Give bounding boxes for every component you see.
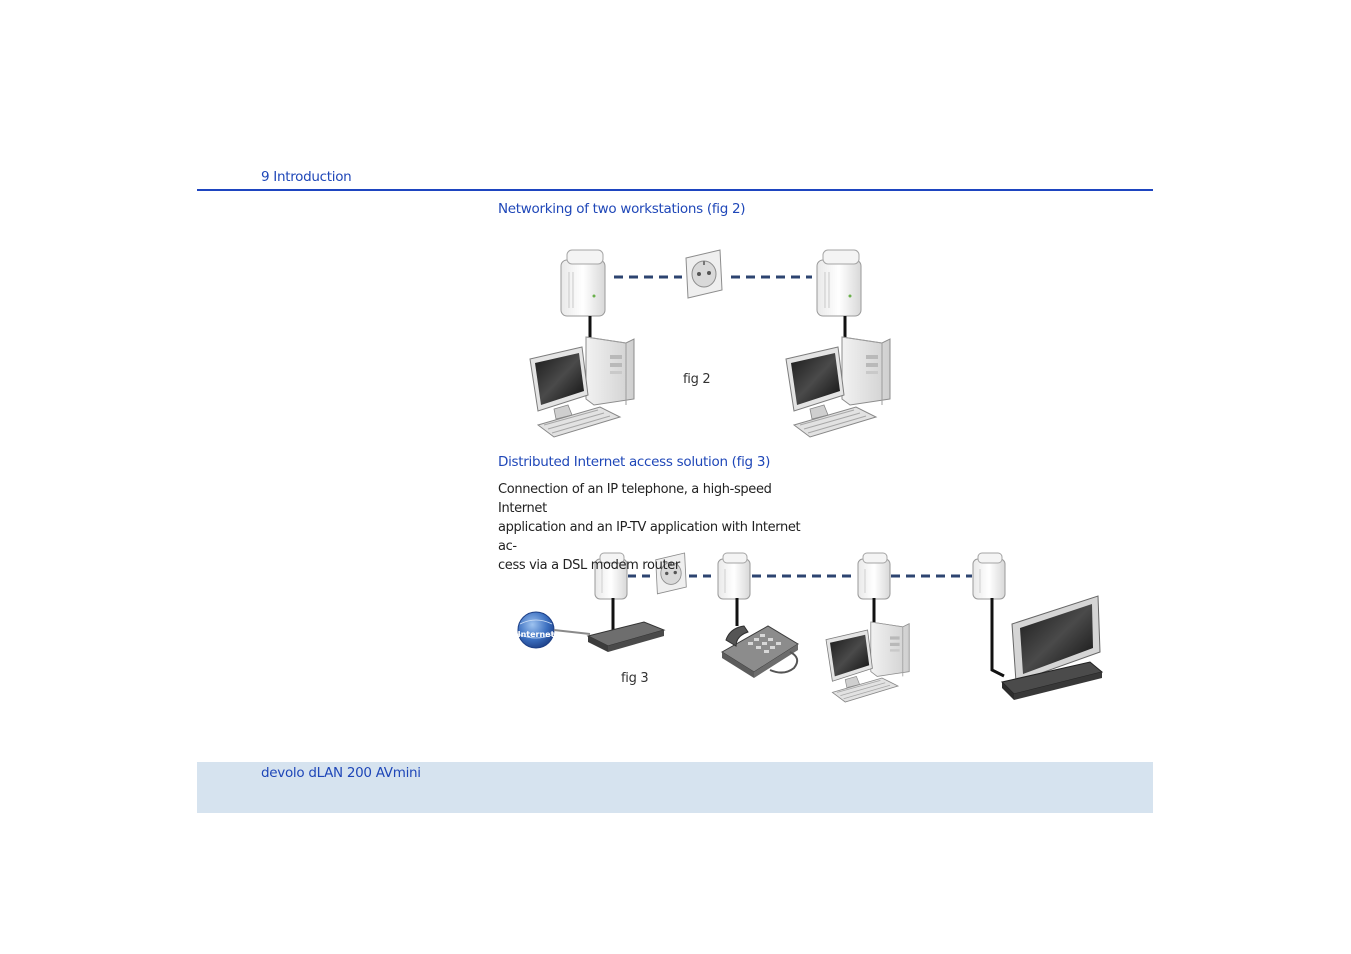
figure-caption-fig3: fig 3 <box>621 671 649 686</box>
svg-text:Internet: Internet <box>518 630 555 639</box>
fig2-adapter-left <box>560 249 606 317</box>
fig2-adapter-right <box>816 249 862 317</box>
section-body-text: Connection of an IP telephone, a high-sp… <box>498 480 818 575</box>
fig3-adapter-pc <box>857 552 891 600</box>
ip-tv <box>1001 595 1104 700</box>
fig3-computer <box>825 621 910 703</box>
internet-globe: Internet <box>517 611 555 649</box>
fig2-wall-outlet <box>685 249 723 299</box>
header-rule <box>197 189 1153 191</box>
figure-caption-fig2: fig 2 <box>683 372 711 387</box>
body-line: Connection of an IP telephone, a high-sp… <box>498 482 772 516</box>
footer-bar <box>197 762 1153 813</box>
fig3-adapter-tv <box>972 552 1006 600</box>
fig2-computer-right <box>785 336 891 438</box>
fig2-computer-left <box>529 336 635 438</box>
section-heading-fig2: Networking of two workstations (fig 2) <box>498 201 746 217</box>
section-heading-fig3: Distributed Internet access solution (fi… <box>498 454 771 470</box>
running-header: 9 Introduction <box>261 169 352 185</box>
body-line: application and an IP-TV application wit… <box>498 520 801 554</box>
ip-telephone <box>721 625 799 678</box>
body-line: cess via a DSL modem router <box>498 558 680 573</box>
footer-product-name: devolo dLAN 200 AVmini <box>261 765 421 781</box>
dsl-modem-router <box>586 621 666 652</box>
